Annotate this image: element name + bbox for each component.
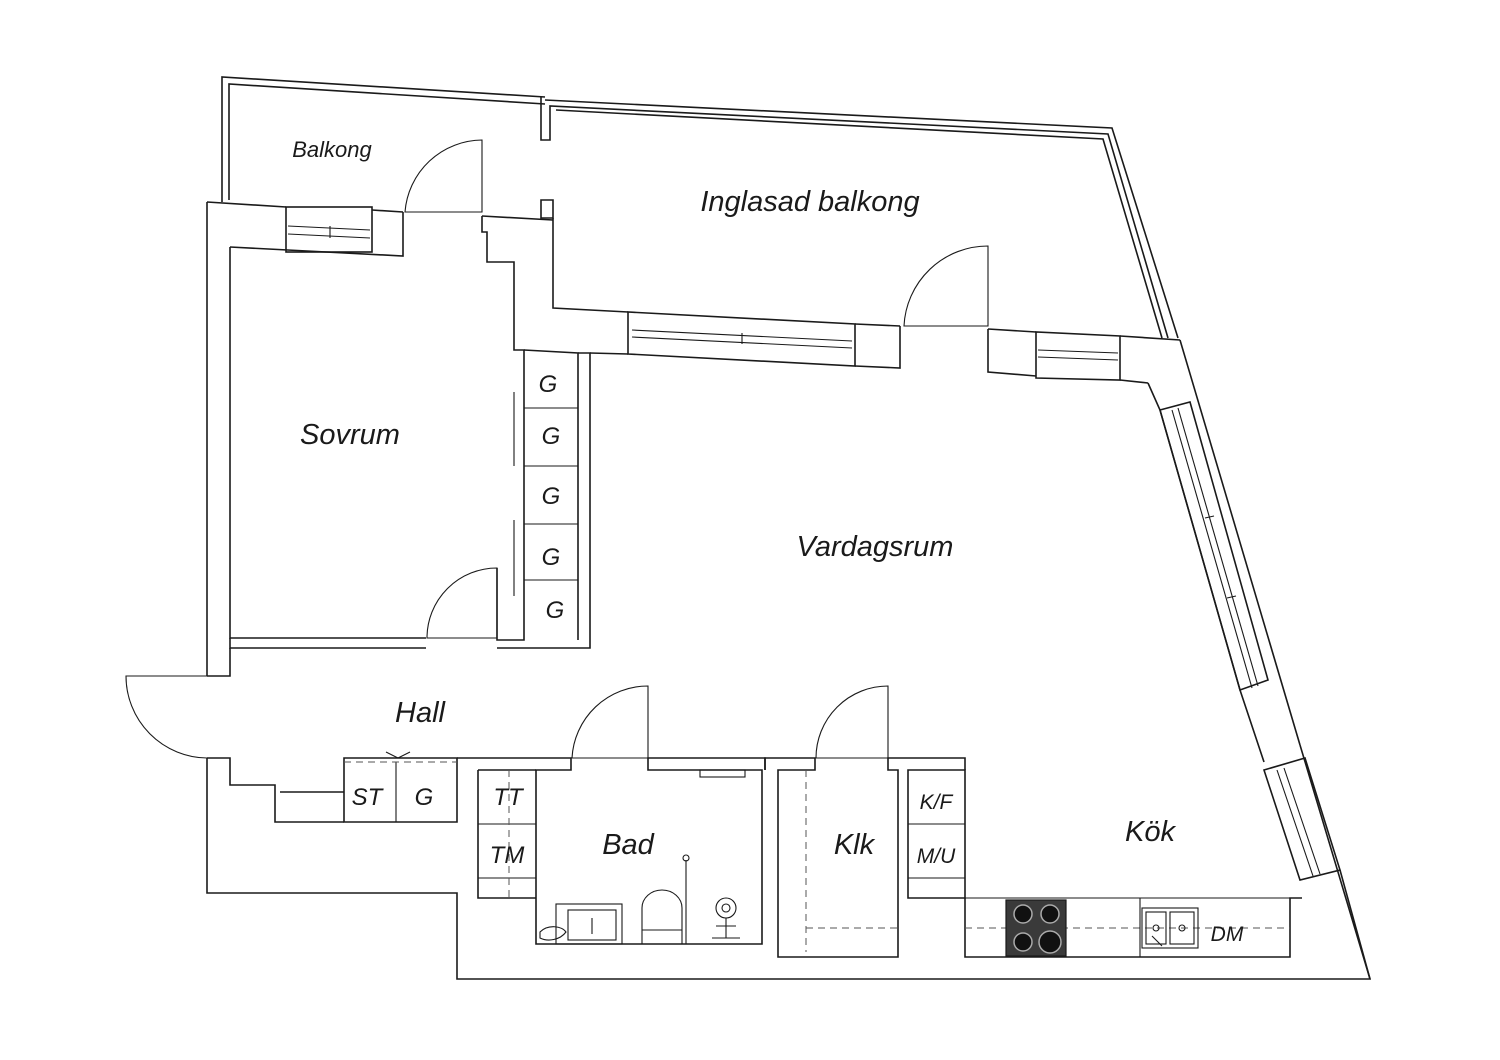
room-label-hall: Hall	[395, 697, 447, 729]
doors	[125, 139, 989, 759]
bathroom-door-icon	[571, 685, 649, 759]
kitchen-dm-label: DM	[1211, 923, 1244, 946]
balcony-door-icon	[404, 139, 483, 213]
room-label-sovrum: Sovrum	[300, 419, 400, 451]
interior-walls	[207, 212, 1302, 958]
toilet-icon	[641, 889, 683, 944]
room-label-klk: Klk	[834, 829, 876, 861]
room-label-vardagsrum: Vardagsrum	[797, 531, 954, 563]
room-labels: Balkong Inglasad balkong Sovrum Vardagsr…	[292, 137, 1176, 861]
kitchen-kf-label: K/F	[920, 791, 954, 814]
room-label-bad: Bad	[602, 829, 654, 861]
windows	[285, 206, 1342, 881]
hall-st-label: ST	[352, 784, 385, 811]
bedroom-door-icon	[426, 567, 498, 639]
kitchen-fixtures	[1005, 899, 1199, 957]
wardrobe-label: G	[546, 597, 565, 624]
bath-tm-label: TM	[490, 842, 525, 869]
wardrobe-label: G	[542, 544, 561, 571]
bath-tt-label: TT	[493, 784, 525, 811]
wardrobe-label: G	[539, 371, 558, 398]
bathroom-fixtures	[539, 854, 740, 945]
room-label-balkong: Balkong	[292, 137, 372, 162]
faucet-icon	[539, 926, 567, 941]
wardrobe-label: G	[542, 483, 561, 510]
shower-head-icon	[715, 897, 737, 919]
room-label-inglasad-balkong: Inglasad balkong	[700, 186, 919, 218]
entrance-door-icon	[125, 675, 208, 759]
hall-g-label: G	[415, 784, 434, 811]
wardrobe-label: G	[542, 423, 561, 450]
washbasin-icon	[555, 903, 623, 945]
exterior-walls	[206, 201, 1372, 980]
glazed-balcony-door-icon	[903, 245, 989, 327]
closet-door-icon	[815, 685, 889, 759]
sink-icon	[1141, 907, 1199, 949]
kitchen-mu-label: M/U	[917, 845, 956, 868]
balcony-area	[221, 76, 1179, 339]
room-label-kok: Kök	[1125, 816, 1176, 848]
fixture-labels: G G G G G ST G TT TM K/F M/U DM	[352, 371, 1244, 946]
